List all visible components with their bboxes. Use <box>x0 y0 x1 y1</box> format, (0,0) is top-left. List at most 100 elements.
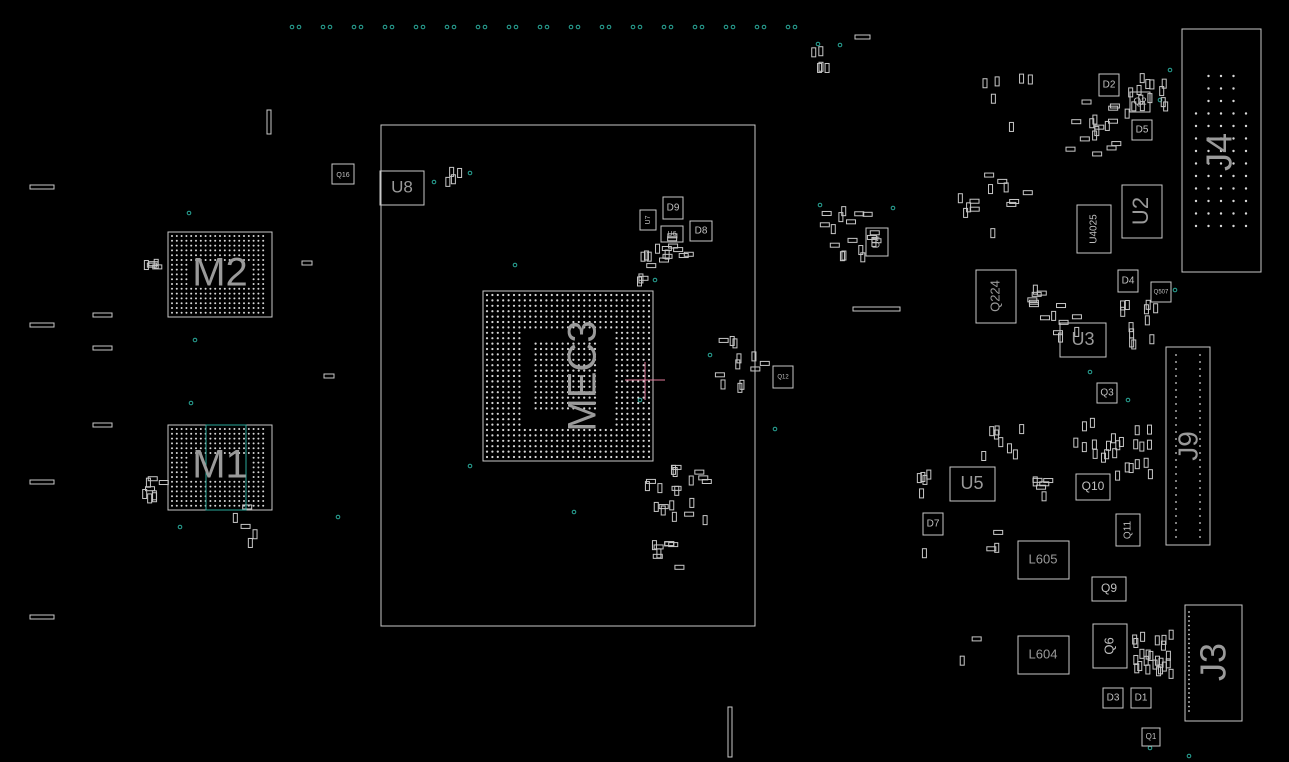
soc-module-outline[interactable] <box>380 124 756 627</box>
smd-pad <box>1133 637 1139 648</box>
d8-outline[interactable] <box>689 220 713 242</box>
d7-outline[interactable] <box>922 512 944 536</box>
m2-bga-pin <box>180 283 183 285</box>
soc-bga-pin <box>534 407 537 410</box>
j9-connector-pin <box>1199 452 1201 454</box>
q11-outline[interactable] <box>1115 513 1141 547</box>
m1-bga-pin <box>199 485 202 488</box>
soc-bga-pin <box>615 342 618 345</box>
j4-connector-pin <box>1232 149 1235 153</box>
soc-bga-outline[interactable] <box>482 290 654 462</box>
u6-outline[interactable] <box>660 225 684 243</box>
m1-bga-pin <box>228 490 231 493</box>
soc-bga-pin <box>556 342 559 345</box>
d3-outline[interactable] <box>1102 687 1124 709</box>
q12-outline[interactable] <box>772 365 794 389</box>
l605-outline[interactable] <box>1017 540 1070 580</box>
d5-label: D5 <box>1136 125 1149 136</box>
q9-outline[interactable] <box>1091 576 1127 602</box>
bga-pin-grids-layer <box>171 74 1248 712</box>
m1-bga-pin <box>190 500 193 502</box>
m1-bga-pin <box>252 500 255 502</box>
smd-pad <box>143 260 149 271</box>
soc-bga-pin <box>566 385 570 388</box>
smd-pad <box>29 479 55 485</box>
smd-pad <box>729 335 735 346</box>
soc-bga-pin <box>529 434 532 437</box>
q6-outline[interactable] <box>1092 623 1128 669</box>
d4-outline[interactable] <box>1117 269 1139 293</box>
soc-bga-pin <box>507 320 510 324</box>
l604-outline[interactable] <box>1017 635 1070 675</box>
m1-bga-pin <box>262 456 265 459</box>
j4-connector-pin <box>1219 187 1223 190</box>
soc-bga-pin <box>496 320 499 324</box>
d2-outline[interactable] <box>1098 73 1120 97</box>
soc-bga-pin <box>534 347 537 351</box>
soc-bga-pin <box>572 385 575 388</box>
soc-bga-pin <box>577 369 580 372</box>
m1-bga-pin <box>247 490 250 493</box>
j3-connector-pin <box>1188 633 1190 636</box>
m1-bga-pin <box>219 452 221 454</box>
soc-bga-pin <box>523 304 526 307</box>
m1-bga-pin <box>233 480 236 483</box>
u5-outline[interactable] <box>949 466 996 502</box>
d5-outline[interactable] <box>1131 119 1153 141</box>
soc-bga-pin <box>577 401 580 405</box>
m2-outline[interactable] <box>167 231 273 318</box>
q10-outline[interactable] <box>1075 473 1111 501</box>
soc-bga-pin <box>626 439 629 442</box>
smd-pad <box>841 250 847 261</box>
q224-outline[interactable] <box>975 269 1017 324</box>
smd-pad <box>1143 457 1149 468</box>
soc-bga-pin <box>631 407 634 410</box>
u8-outline[interactable] <box>379 170 425 206</box>
soc-bga-pin <box>572 342 575 345</box>
m1-bga-pin <box>228 447 231 450</box>
soc-bga-pin <box>556 439 559 442</box>
soc-bga-pin <box>523 293 526 297</box>
soc-bga-pin <box>615 407 618 410</box>
j3-connector-outline[interactable] <box>1184 604 1243 722</box>
soc-bga-pin <box>512 320 516 324</box>
soc-bga-pin <box>545 450 548 453</box>
j9-connector-outline[interactable] <box>1165 346 1211 546</box>
soc-bga-pin <box>647 293 651 297</box>
soc-bga-pin <box>626 450 629 453</box>
soc-bga-pin <box>588 391 591 394</box>
q507-outline[interactable] <box>1150 281 1172 303</box>
u3-outline[interactable] <box>1059 322 1107 358</box>
u2-outline[interactable] <box>1121 184 1163 239</box>
soc-bga-pin <box>626 315 629 318</box>
soc-bga-pin <box>502 337 505 340</box>
u4-label: U4 <box>872 235 883 248</box>
m1-bga-pin <box>214 432 217 435</box>
soc-bga-pin <box>512 342 516 345</box>
u4025-outline[interactable] <box>1076 204 1112 254</box>
q1-outline[interactable] <box>1141 727 1161 747</box>
d9-outline[interactable] <box>662 196 684 220</box>
d1-outline[interactable] <box>1130 687 1152 709</box>
soc-bga-pin <box>577 299 580 302</box>
soc-bga-pin <box>534 369 537 372</box>
q2-outline[interactable] <box>1129 91 1151 113</box>
soc-bga-pin <box>647 418 651 421</box>
m1-bga-pin <box>175 432 178 435</box>
soc-bga-pin <box>518 353 521 356</box>
u7-outline[interactable] <box>639 209 657 231</box>
m2-bga-pin <box>262 297 265 300</box>
m2-bga-pin <box>209 287 212 290</box>
smd-pad <box>971 636 982 642</box>
via <box>177 524 183 530</box>
m2-bga-pin <box>171 249 173 252</box>
j4-connector-outline[interactable] <box>1181 28 1262 273</box>
q3-outline[interactable] <box>1096 382 1118 404</box>
soc-bga-pin <box>620 342 624 345</box>
m1-bga-pin <box>209 485 212 488</box>
u4-outline[interactable] <box>865 227 889 257</box>
m2-bga-pin <box>257 268 260 271</box>
smd-pad <box>963 207 969 218</box>
soc-bga-pin <box>647 337 651 340</box>
q16-outline[interactable] <box>331 163 355 185</box>
